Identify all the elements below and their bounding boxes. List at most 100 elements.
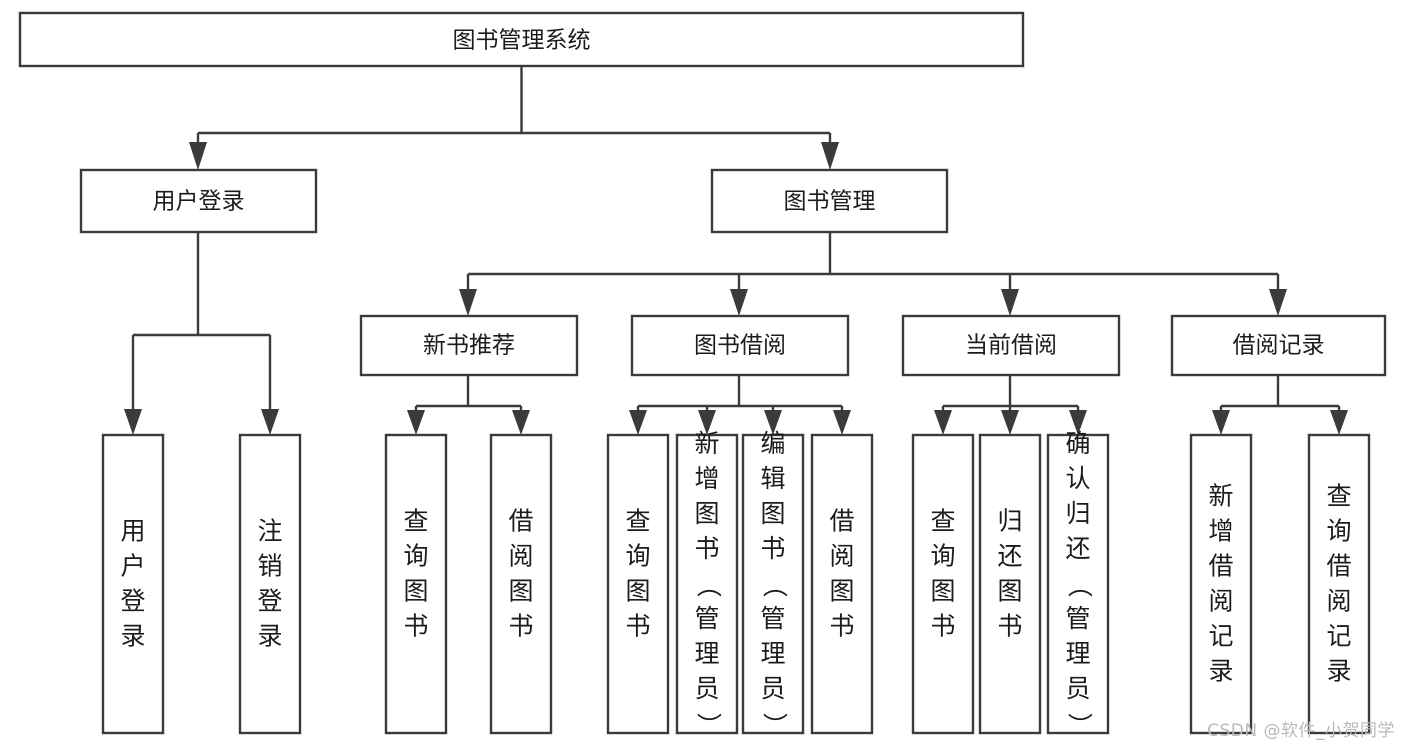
connectors-current-borrow-to-leaves (934, 375, 1087, 435)
svg-text:认: 认 (1065, 464, 1090, 493)
leaf-return-book-box[interactable] (978, 433, 1042, 735)
arrowhead-cb-leaf-3 (1069, 410, 1087, 435)
svg-text:还: 还 (1065, 534, 1090, 563)
svg-text:图: 图 (829, 577, 854, 606)
arrowhead-br-leaf-1 (1212, 410, 1230, 435)
node-book-management-box[interactable] (710, 168, 949, 234)
svg-text:查: 查 (403, 507, 428, 536)
node-user-login-box[interactable] (79, 168, 318, 234)
leaf-query-book-nbr-box[interactable] (384, 433, 448, 735)
svg-text:员: 员 (760, 674, 785, 703)
node-book-borrow-label: 图书借阅 (694, 333, 786, 359)
leaf-add-book-admin-box[interactable] (675, 433, 739, 735)
leaf-query-borrow-record-box[interactable] (1307, 433, 1371, 735)
svg-text:书: 书 (625, 612, 650, 641)
node-root-box[interactable] (18, 11, 1025, 68)
svg-text:询: 询 (625, 542, 650, 571)
leaf-edit-book-admin-box[interactable] (741, 433, 805, 735)
node-current-borrow-label: 当前借阅 (965, 333, 1057, 359)
arrowhead-bb-leaf-4 (833, 410, 851, 435)
arrowhead-user-login (189, 142, 207, 170)
svg-text:阅: 阅 (829, 542, 854, 571)
svg-text:归: 归 (1065, 499, 1090, 528)
arrowhead-leaf-user-login (124, 409, 142, 435)
arrowhead-br-leaf-2 (1330, 410, 1348, 435)
leaf-user-login-box[interactable] (101, 433, 165, 735)
node-borrow-record-box[interactable] (1170, 314, 1387, 377)
node-borrow-record[interactable]: 借阅记录 (1170, 314, 1387, 377)
svg-text:录: 录 (1326, 657, 1351, 686)
svg-text:图: 图 (694, 499, 719, 528)
svg-text:理: 理 (1065, 639, 1090, 668)
svg-text:记: 记 (1208, 622, 1233, 651)
svg-text:询: 询 (930, 542, 955, 571)
leaf-query-book-bb-box[interactable] (606, 433, 670, 735)
svg-text:）: ） (694, 712, 723, 737)
leaf-borrow-book-nbr-box[interactable] (489, 433, 553, 735)
svg-text:用: 用 (120, 517, 145, 546)
svg-text:（: （ (1065, 572, 1094, 597)
svg-text:注: 注 (257, 517, 282, 546)
svg-text:理: 理 (694, 639, 719, 668)
leaf-node-user-login[interactable]: 用户登录 (101, 433, 165, 735)
svg-text:编: 编 (760, 429, 785, 458)
svg-text:新: 新 (694, 429, 719, 458)
svg-text:询: 询 (403, 542, 428, 571)
svg-text:管: 管 (694, 604, 719, 633)
arrowhead-nbr-leaf-2 (512, 410, 530, 435)
node-root-book-management-system[interactable]: 图书管理系统 (18, 11, 1025, 68)
svg-text:书: 书 (694, 534, 719, 563)
node-book-management[interactable]: 图书管理 (710, 168, 949, 234)
connectors-book-borrow-to-leaves (629, 375, 851, 435)
node-new-book-recommend-box[interactable] (359, 314, 579, 377)
svg-text:归: 归 (997, 507, 1022, 536)
node-current-borrow[interactable]: 当前借阅 (901, 314, 1121, 377)
svg-text:户: 户 (120, 552, 145, 581)
leaf-add-borrow-record-box[interactable] (1189, 433, 1253, 735)
node-book-borrow-box[interactable] (630, 314, 850, 377)
svg-text:借: 借 (1326, 552, 1351, 581)
leaf-user-login-label: 用户登录 (120, 517, 145, 651)
node-new-book-recommend-label: 新书推荐 (423, 333, 515, 359)
node-book-borrow[interactable]: 图书借阅 (630, 314, 850, 377)
svg-text:书: 书 (508, 612, 533, 641)
svg-text:借: 借 (508, 507, 533, 536)
arrowhead-nbr-leaf-1 (407, 410, 425, 435)
node-new-book-recommend[interactable]: 新书推荐 (359, 314, 579, 377)
svg-text:书: 书 (930, 612, 955, 641)
connectors-user-login-to-leaves (124, 232, 279, 435)
leaf-query-book-cb-box[interactable] (911, 433, 975, 735)
svg-text:图: 图 (625, 577, 650, 606)
arrowhead-book-borrow (730, 289, 748, 316)
leaf-confirm-return-admin-box[interactable] (1046, 433, 1110, 735)
node-user-login[interactable]: 用户登录 (79, 168, 318, 234)
arrowhead-book-manage (821, 142, 839, 170)
leaf-logout-box[interactable] (238, 433, 302, 735)
node-current-borrow-box[interactable] (901, 314, 1121, 377)
arrowhead-bb-leaf-2 (698, 410, 716, 435)
node-root-label: 图书管理系统 (453, 28, 591, 54)
svg-text:录: 录 (1208, 657, 1233, 686)
leaf-borrow-book-bb-box[interactable] (810, 433, 874, 735)
